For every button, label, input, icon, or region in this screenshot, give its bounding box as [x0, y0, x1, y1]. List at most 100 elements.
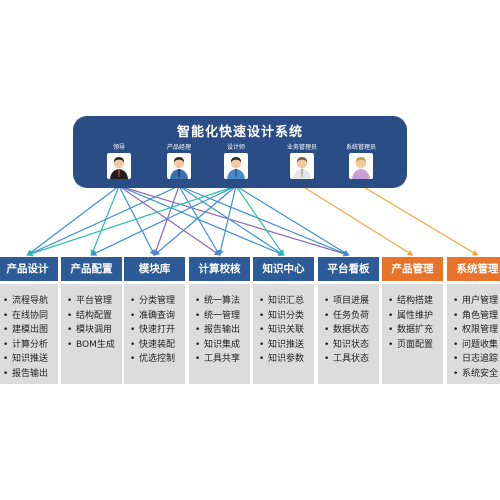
feature-item: •工具状态: [318, 352, 379, 367]
role-system-admin: 系统管理员: [331, 143, 391, 179]
feature-item: •问题收集: [447, 338, 500, 353]
bullet-icon: •: [324, 339, 330, 350]
system-title: 智能化快速设计系统: [176, 125, 303, 140]
connector-line: [26, 185, 180, 256]
connector-line: [153, 185, 180, 257]
module-column: 系统管理•用户管理•角色管理•权限管理•问题收集•日志追踪•系统安全: [447, 257, 500, 384]
module-header[interactable]: 模块库: [124, 257, 185, 281]
connector-line: [153, 185, 237, 256]
bullet-icon: •: [453, 325, 459, 336]
product-manager-avatar-icon: [167, 153, 191, 179]
connector-line: [178, 185, 221, 257]
feature-label: 分类管理: [139, 296, 176, 306]
bullet-icon: •: [259, 325, 265, 336]
feature-item: •快速打开: [124, 323, 185, 338]
module-feature-list: •项目进展•任务负荷•数据状态•知识状态•工具状态: [318, 284, 379, 384]
feature-item: •结构搭建: [382, 294, 443, 309]
feature-item: •知识参数: [253, 352, 314, 367]
feature-item: •报告输出: [0, 367, 58, 382]
feature-label: 在线协同: [12, 310, 49, 321]
feature-item: •报告输出: [189, 323, 250, 338]
feature-item: •任务负荷: [318, 309, 379, 324]
feature-item: •知识汇总: [253, 294, 314, 309]
feature-item: •工具共享: [189, 352, 250, 367]
feature-label: 知识参数: [268, 354, 305, 365]
feature-item: •系统安全: [447, 367, 500, 382]
bullet-icon: •: [3, 368, 9, 379]
feature-label: 知识推送: [12, 354, 49, 365]
feature-item: •数据状态: [318, 323, 379, 338]
bullet-icon: •: [453, 296, 459, 306]
role-leader: 领导: [89, 143, 149, 179]
system-admin-avatar-icon: [349, 153, 373, 179]
module-header[interactable]: 产品配置: [61, 257, 122, 281]
bullet-icon: •: [130, 339, 136, 350]
module-header[interactable]: 知识中心: [253, 257, 314, 281]
bullet-icon: •: [259, 354, 265, 365]
bullet-icon: •: [259, 339, 265, 350]
bullet-icon: •: [130, 325, 136, 336]
feature-label: 知识汇总: [268, 296, 305, 306]
bullet-icon: •: [67, 310, 73, 321]
feature-label: 计算分析: [12, 339, 49, 350]
feature-label: 用户管理: [462, 296, 499, 306]
feature-label: 数据扩充: [397, 325, 434, 336]
connector-line: [118, 185, 156, 257]
bullet-icon: •: [3, 339, 9, 350]
feature-item: •角色管理: [447, 309, 500, 324]
feature-label: 权限管理: [462, 325, 499, 336]
bullet-icon: •: [259, 310, 265, 321]
connector-line: [118, 185, 285, 256]
module-header[interactable]: 平台看板: [318, 257, 379, 281]
connector-line: [217, 185, 237, 257]
role-label: 产品经理: [166, 144, 191, 151]
connector-line: [361, 185, 479, 256]
bullet-icon: •: [453, 310, 459, 321]
module-header[interactable]: 计算校核: [189, 257, 250, 281]
module-column: 产品管理•结构搭建•属性维护•数据扩充•页面配置: [382, 257, 443, 384]
connector-line: [26, 185, 120, 256]
bullet-icon: •: [67, 325, 73, 336]
bullet-icon: •: [67, 339, 73, 350]
feature-label: BOM生成: [76, 339, 115, 350]
feature-label: 知识关联: [268, 325, 305, 336]
designer-avatar-icon: [224, 153, 248, 179]
leader-avatar-icon: [107, 153, 131, 179]
role-label: 业务管理员: [286, 144, 317, 151]
feature-label: 系统安全: [462, 368, 499, 379]
module-header[interactable]: 系统管理: [447, 257, 500, 281]
feature-label: 知识状态: [333, 339, 370, 350]
module-feature-list: •流程导航•在线协同•建模出图•计算分析•知识推送•报告输出: [0, 284, 58, 384]
bullet-icon: •: [453, 339, 459, 350]
bullet-icon: •: [324, 296, 330, 306]
feature-label: 统一管理: [204, 310, 241, 321]
module-column: 知识中心•知识汇总•知识分类•知识关联•知识推送•知识参数: [253, 257, 314, 384]
feature-label: 优选控制: [139, 354, 176, 365]
feature-item: •知识分类: [253, 309, 314, 324]
feature-item: •日志追踪: [447, 352, 500, 367]
module-column: 模块库•分类管理•准确查询•快速打开•快速装配•优选控制: [124, 257, 185, 384]
feature-item: •平台管理: [61, 294, 122, 309]
bullet-icon: •: [130, 354, 136, 365]
connector-line: [178, 185, 350, 256]
feature-label: 知识集成: [204, 339, 241, 350]
feature-label: 工具状态: [333, 354, 370, 365]
bullet-icon: •: [3, 296, 9, 306]
module-header[interactable]: 产品设计: [0, 257, 58, 281]
feature-label: 流程导航: [12, 296, 49, 306]
role-label: 系统管理员: [345, 144, 376, 151]
feature-label: 报告输出: [12, 368, 49, 379]
feature-item: •权限管理: [447, 323, 500, 338]
feature-label: 统一算法: [204, 296, 241, 306]
bullet-icon: •: [259, 296, 265, 306]
feature-label: 属性维护: [397, 310, 434, 321]
module-column: 平台看板•项目进展•任务负荷•数据状态•知识状态•工具状态: [318, 257, 379, 384]
feature-item: •统一管理: [189, 309, 250, 324]
feature-label: 项目进展: [333, 296, 370, 306]
connector-line: [90, 185, 237, 256]
feature-item: •在线协同: [0, 309, 58, 324]
connector-line: [235, 185, 350, 256]
module-header[interactable]: 产品管理: [382, 257, 443, 281]
bullet-icon: •: [3, 354, 9, 365]
